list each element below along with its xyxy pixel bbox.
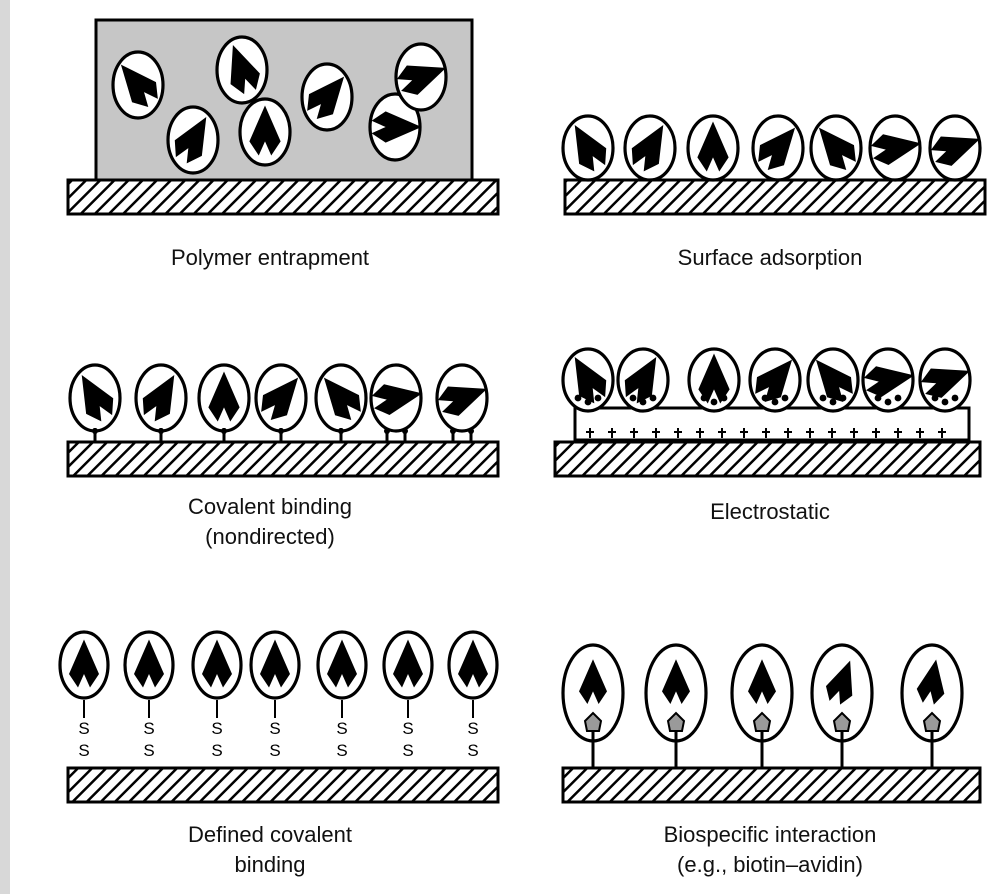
disulfide-link: S <box>143 741 154 760</box>
enzyme-icon <box>370 365 425 431</box>
enzyme-icon <box>435 365 493 431</box>
enzyme-icon <box>804 349 860 411</box>
enzyme-icon <box>812 645 872 768</box>
enzyme-icon <box>618 349 670 411</box>
disulfide-link: S <box>78 741 89 760</box>
enzyme-icon <box>862 349 917 411</box>
enzyme-icon <box>689 349 739 411</box>
enzyme-icon <box>125 632 173 698</box>
caption-line: Biospecific interaction <box>550 820 987 850</box>
enzyme-icon <box>688 116 738 180</box>
enzyme-icon <box>60 632 108 698</box>
enzyme-icon <box>732 645 792 768</box>
disulfide-link: S <box>402 741 413 760</box>
enzyme-icon <box>217 37 267 103</box>
panel-biospecific <box>563 645 980 802</box>
enzyme-icon <box>136 365 188 431</box>
enzyme-icon <box>561 116 613 180</box>
enzyme-icon <box>254 365 310 431</box>
enzyme-icon <box>646 645 706 768</box>
enzyme-icon <box>869 116 924 180</box>
enzyme-icon <box>193 632 241 698</box>
caption-line: (e.g., biotin–avidin) <box>550 850 987 880</box>
substrate-hatch <box>563 768 980 802</box>
panel-surface-adsorption <box>561 116 985 214</box>
enzyme-icon <box>751 116 807 180</box>
substrate-hatch <box>565 180 985 214</box>
disulfide-link: S <box>211 719 222 738</box>
enzyme-icon <box>251 632 299 698</box>
caption-covalent-nondirected: Covalent binding (nondirected) <box>50 492 490 552</box>
substrate-hatch <box>555 442 980 476</box>
enzyme-icon <box>902 645 962 768</box>
caption-surface-adsorption: Surface adsorption <box>550 243 987 273</box>
substrate-hatch <box>68 180 498 214</box>
enzyme-icon <box>748 349 804 411</box>
enzyme-icon <box>312 365 368 431</box>
caption-polymer-entrapment: Polymer entrapment <box>50 243 490 273</box>
caption-biospecific: Biospecific interaction (e.g., biotin–av… <box>550 820 987 880</box>
enzyme-icon <box>240 99 290 165</box>
disulfide-link: S <box>467 719 478 738</box>
caption-line: Defined covalent <box>50 820 490 850</box>
disulfide-link: S <box>336 719 347 738</box>
caption-line: Surface adsorption <box>550 243 987 273</box>
enzyme-icon <box>918 349 976 411</box>
panel-electrostatic <box>555 349 980 476</box>
enzyme-icon <box>928 116 986 180</box>
enzyme-icon <box>199 365 249 431</box>
caption-line: binding <box>50 850 490 880</box>
disulfide-link: S <box>269 741 280 760</box>
disulfide-link: S <box>336 741 347 760</box>
enzyme-icon <box>561 349 613 411</box>
caption-line: Electrostatic <box>550 497 987 527</box>
enzyme-icon <box>68 365 120 431</box>
caption-line: Polymer entrapment <box>50 243 490 273</box>
enzyme-icon <box>625 116 677 180</box>
substrate-hatch <box>68 768 498 802</box>
panel-polymer-entrapment <box>68 20 498 214</box>
panel-covalent-nondirected <box>68 365 498 476</box>
enzyme-icon <box>807 116 863 180</box>
disulfide-link: S <box>211 741 222 760</box>
disulfide-link: S <box>143 719 154 738</box>
caption-electrostatic: Electrostatic <box>550 497 987 527</box>
enzyme-icon <box>168 107 220 173</box>
disulfide-link: S <box>467 741 478 760</box>
disulfide-link: S <box>402 719 413 738</box>
caption-line: Covalent binding <box>50 492 490 522</box>
substrate-hatch <box>68 442 498 476</box>
caption-defined-covalent: Defined covalent binding <box>50 820 490 880</box>
enzyme-icon <box>318 632 366 698</box>
enzyme-icon <box>449 632 497 698</box>
caption-line: (nondirected) <box>50 522 490 552</box>
disulfide-link: S <box>78 719 89 738</box>
enzyme-icon <box>563 645 623 768</box>
enzyme-icon <box>384 632 432 698</box>
disulfide-link: S <box>269 719 280 738</box>
